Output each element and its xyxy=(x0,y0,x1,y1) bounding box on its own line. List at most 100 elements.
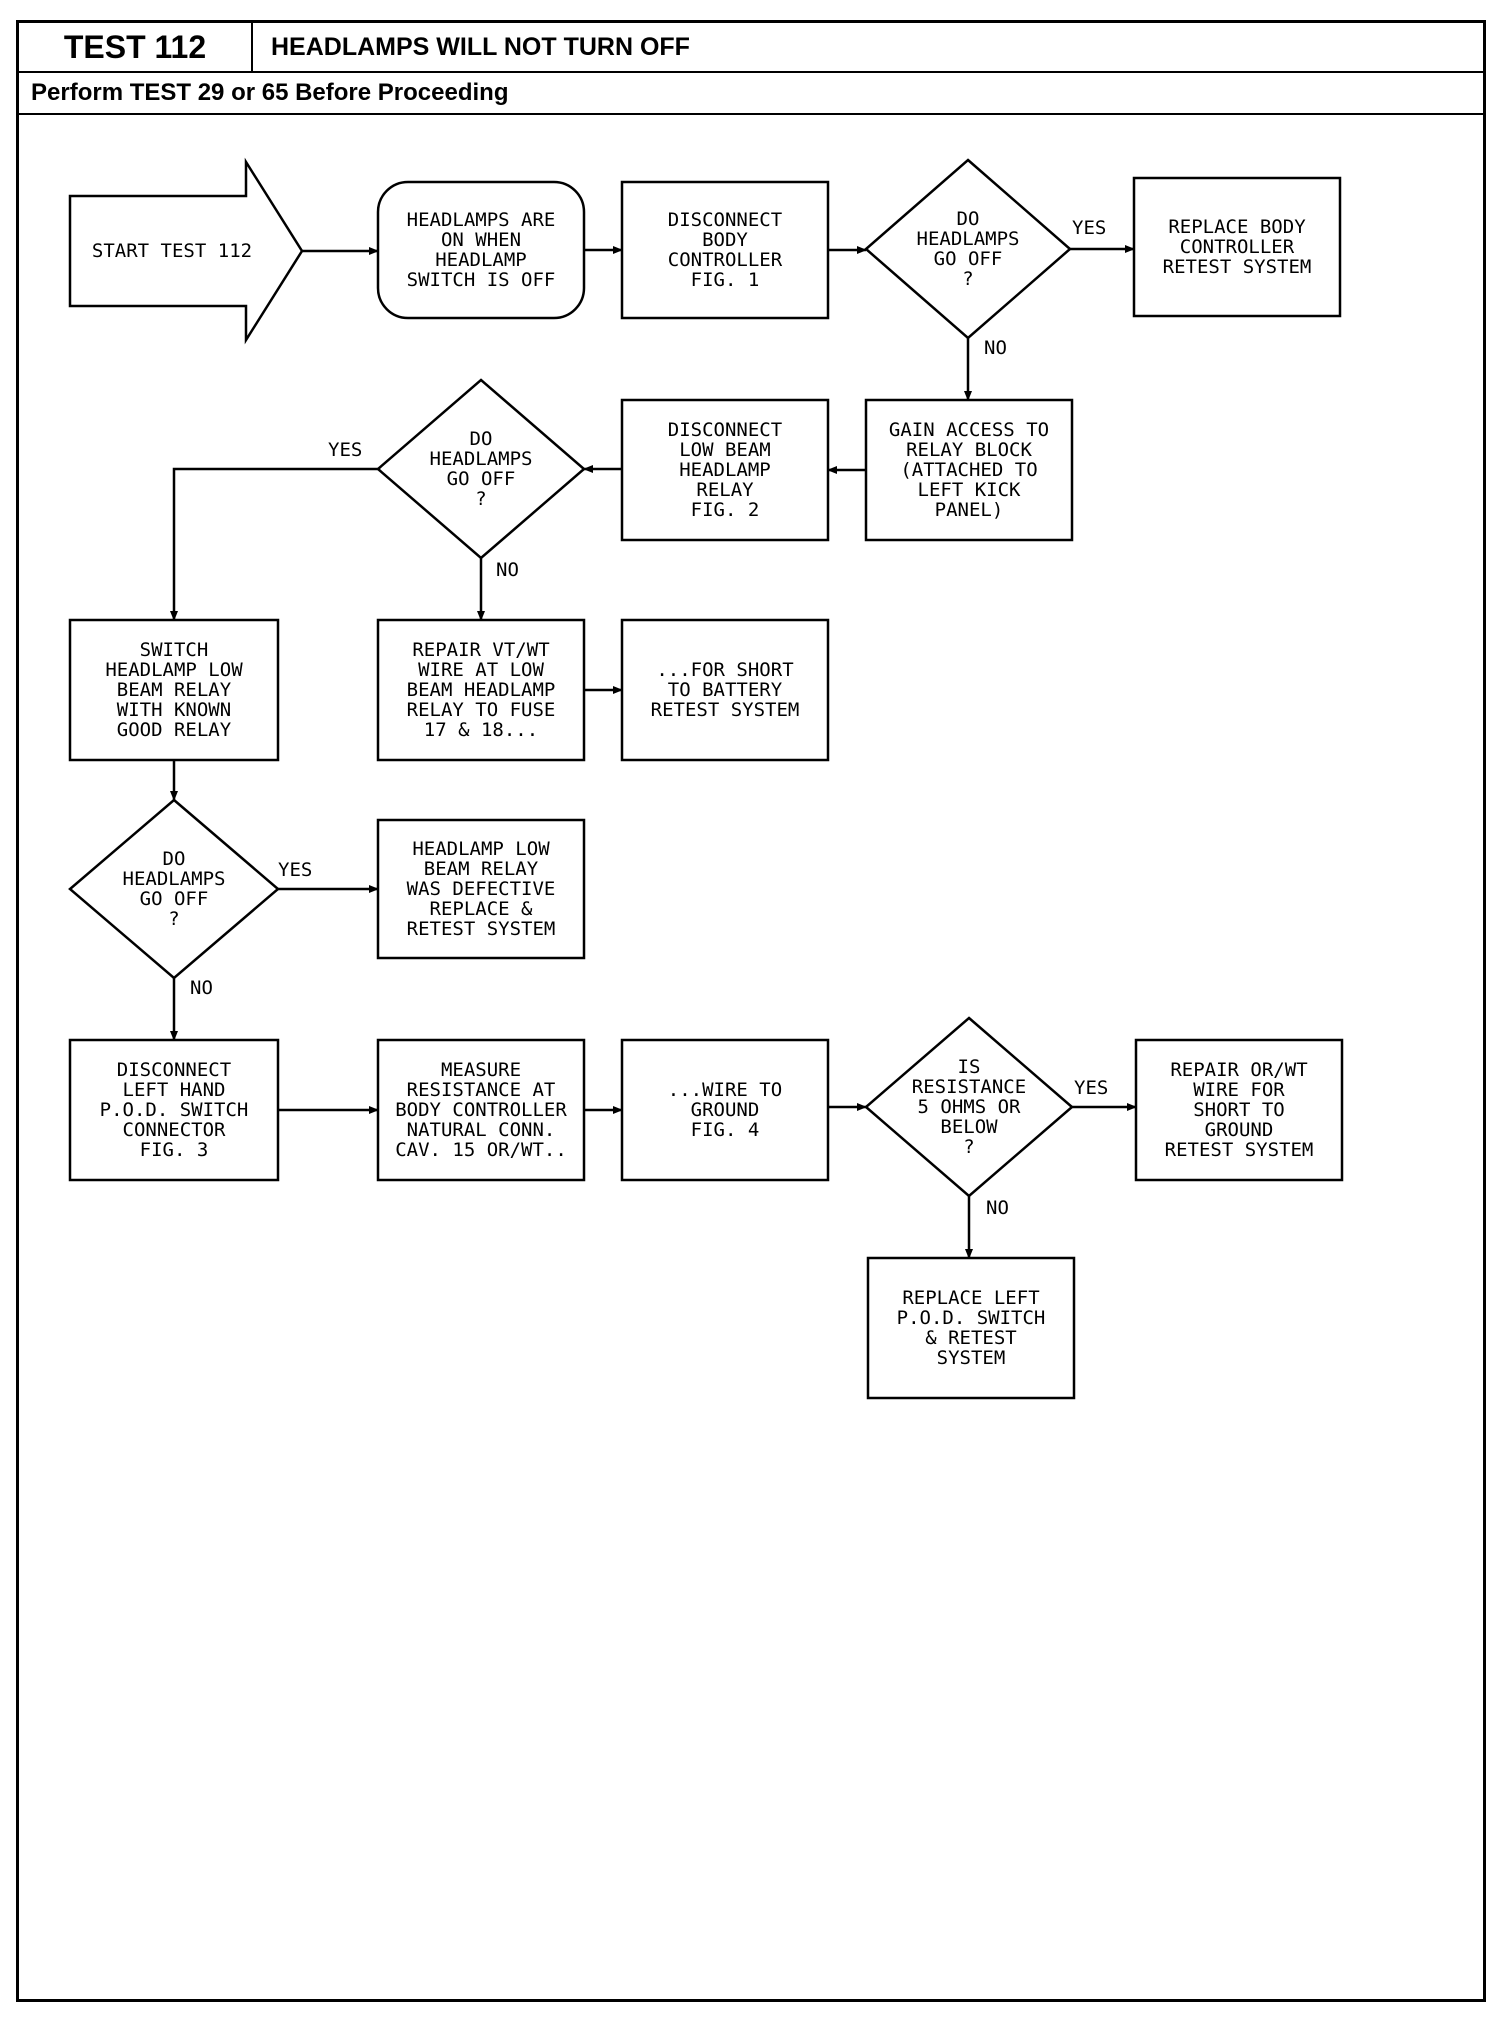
diagram-page: TEST 112 HEADLAMPS WILL NOT TURN OFF Per… xyxy=(16,20,1486,2002)
node-text-line: GO OFF xyxy=(140,888,209,910)
edge-label-yes: YES xyxy=(328,439,362,461)
node-text-line: LOW BEAM xyxy=(679,439,771,461)
box-shape xyxy=(620,1038,830,1182)
node-text-line: GOOD RELAY xyxy=(117,719,232,741)
start-arrow-shape xyxy=(68,157,304,345)
edge-label-no: NO xyxy=(496,559,519,581)
box-shape xyxy=(376,618,586,762)
node-text-line: RETEST SYSTEM xyxy=(1165,1139,1314,1161)
node-text-line: LEFT HAND xyxy=(123,1079,226,1101)
node-text-line: RELAY xyxy=(696,479,754,501)
node-text-line: GAIN ACCESS TO xyxy=(889,419,1049,441)
node-text-line: ? xyxy=(475,488,486,510)
node-text-line: REPLACE LEFT xyxy=(902,1287,1039,1309)
prerequisite-row: Perform TEST 29 or 65 Before Proceeding xyxy=(19,73,1483,115)
node-text-line: FIG. 3 xyxy=(140,1139,209,1161)
node-text-line: HEADLAMP xyxy=(435,249,527,271)
node-text-line: CAV. 15 OR/WT.. xyxy=(395,1139,567,1161)
node-text-line: HEADLAMPS xyxy=(123,868,226,890)
node-text-line: HEADLAMP LOW xyxy=(412,838,550,860)
node-text-line: MEASURE xyxy=(441,1059,521,1081)
node-text-line: DO xyxy=(470,428,493,450)
test-id: TEST 112 xyxy=(19,23,253,71)
box-shape xyxy=(620,618,830,762)
header-row: TEST 112 HEADLAMPS WILL NOT TURN OFF xyxy=(19,23,1483,73)
node-text-line: RETEST SYSTEM xyxy=(407,918,556,940)
node-text-line: HEADLAMPS xyxy=(917,228,1020,250)
edge-label-no: NO xyxy=(986,1197,1009,1219)
node-text-line: P.O.D. SWITCH xyxy=(897,1307,1046,1329)
node-text-line: REPLACE & xyxy=(430,898,534,920)
node-text-line: HEADLAMPS ARE xyxy=(407,209,556,231)
node-text-line: SYSTEM xyxy=(937,1347,1006,1369)
node-text-line: LEFT KICK xyxy=(918,479,1022,501)
node-text-line: ? xyxy=(963,1136,974,1158)
prerequisite-text: Perform TEST 29 or 65 Before Proceeding xyxy=(31,79,509,106)
box-shape xyxy=(1134,1038,1344,1182)
rounded-shape xyxy=(376,180,586,320)
node-text-line: RESISTANCE xyxy=(912,1076,1026,1098)
edge-label-yes: YES xyxy=(1072,217,1106,239)
node-text-line: FIG. 4 xyxy=(691,1119,760,1141)
connector-dec2-to-switch-relay xyxy=(170,467,378,621)
box-shape xyxy=(68,1038,280,1182)
edge-label-no: NO xyxy=(190,977,213,999)
node-text-line: BODY CONTROLLER xyxy=(395,1099,567,1121)
node-text-line: ...WIRE TO xyxy=(668,1079,782,1101)
node-text-line: TO BATTERY xyxy=(668,679,783,701)
node-text-line: GROUND xyxy=(691,1099,760,1121)
node-text-line: RELAY TO FUSE xyxy=(407,699,556,721)
node-text-line: (ATTACHED TO xyxy=(900,459,1037,481)
node-text-line: BEAM HEADLAMP xyxy=(407,679,556,701)
node-text-line: CONTROLLER xyxy=(1180,236,1295,258)
node-text-line: RETEST SYSTEM xyxy=(651,699,800,721)
diamond-shape xyxy=(68,798,280,980)
node-text-line: PANEL) xyxy=(935,499,1004,521)
node-text-line: WIRE AT LOW xyxy=(418,659,544,681)
node-text-line: 5 OHMS OR xyxy=(918,1096,1022,1118)
edge-label-no: NO xyxy=(984,337,1007,359)
node-text-line: BEAM RELAY xyxy=(117,679,232,701)
box-shape xyxy=(1132,176,1342,318)
box-shape xyxy=(620,180,830,320)
node-text-line: 17 & 18... xyxy=(424,719,538,741)
node-start: START TEST 112 xyxy=(68,157,304,345)
node-text-line: RESISTANCE AT xyxy=(407,1079,556,1101)
node-text-line: REPAIR OR/WT xyxy=(1170,1059,1307,1081)
node-text-line: NATURAL CONN. xyxy=(407,1119,556,1141)
node-text-line: HEADLAMPS xyxy=(430,448,533,470)
edge-label-yes: YES xyxy=(1074,1077,1108,1099)
box-shape xyxy=(620,398,830,542)
node-text-line: DO xyxy=(163,848,186,870)
box-shape xyxy=(376,818,586,960)
node-text-line: REPAIR VT/WT xyxy=(412,639,549,661)
box-shape xyxy=(68,618,280,762)
node-text-line: & RETEST xyxy=(925,1327,1017,1349)
node-text-line: CONNECTOR xyxy=(123,1119,227,1141)
node-text-line: IS xyxy=(958,1056,981,1078)
node-text-line: HEADLAMP LOW xyxy=(105,659,243,681)
diamond-shape xyxy=(864,1016,1074,1198)
node-text-line: SWITCH xyxy=(140,639,209,661)
node-text-line: DISCONNECT xyxy=(668,209,782,231)
node-text-line: ...FOR SHORT xyxy=(656,659,793,681)
node-text-line: START TEST 112 xyxy=(92,240,252,262)
node-text-line: GO OFF xyxy=(934,248,1003,270)
node-text-line: SWITCH IS OFF xyxy=(407,269,556,291)
test-title: HEADLAMPS WILL NOT TURN OFF xyxy=(271,33,690,61)
node-text-line: FIG. 2 xyxy=(691,499,760,521)
diamond-shape xyxy=(864,158,1072,340)
node-text-line: HEADLAMP xyxy=(679,459,771,481)
